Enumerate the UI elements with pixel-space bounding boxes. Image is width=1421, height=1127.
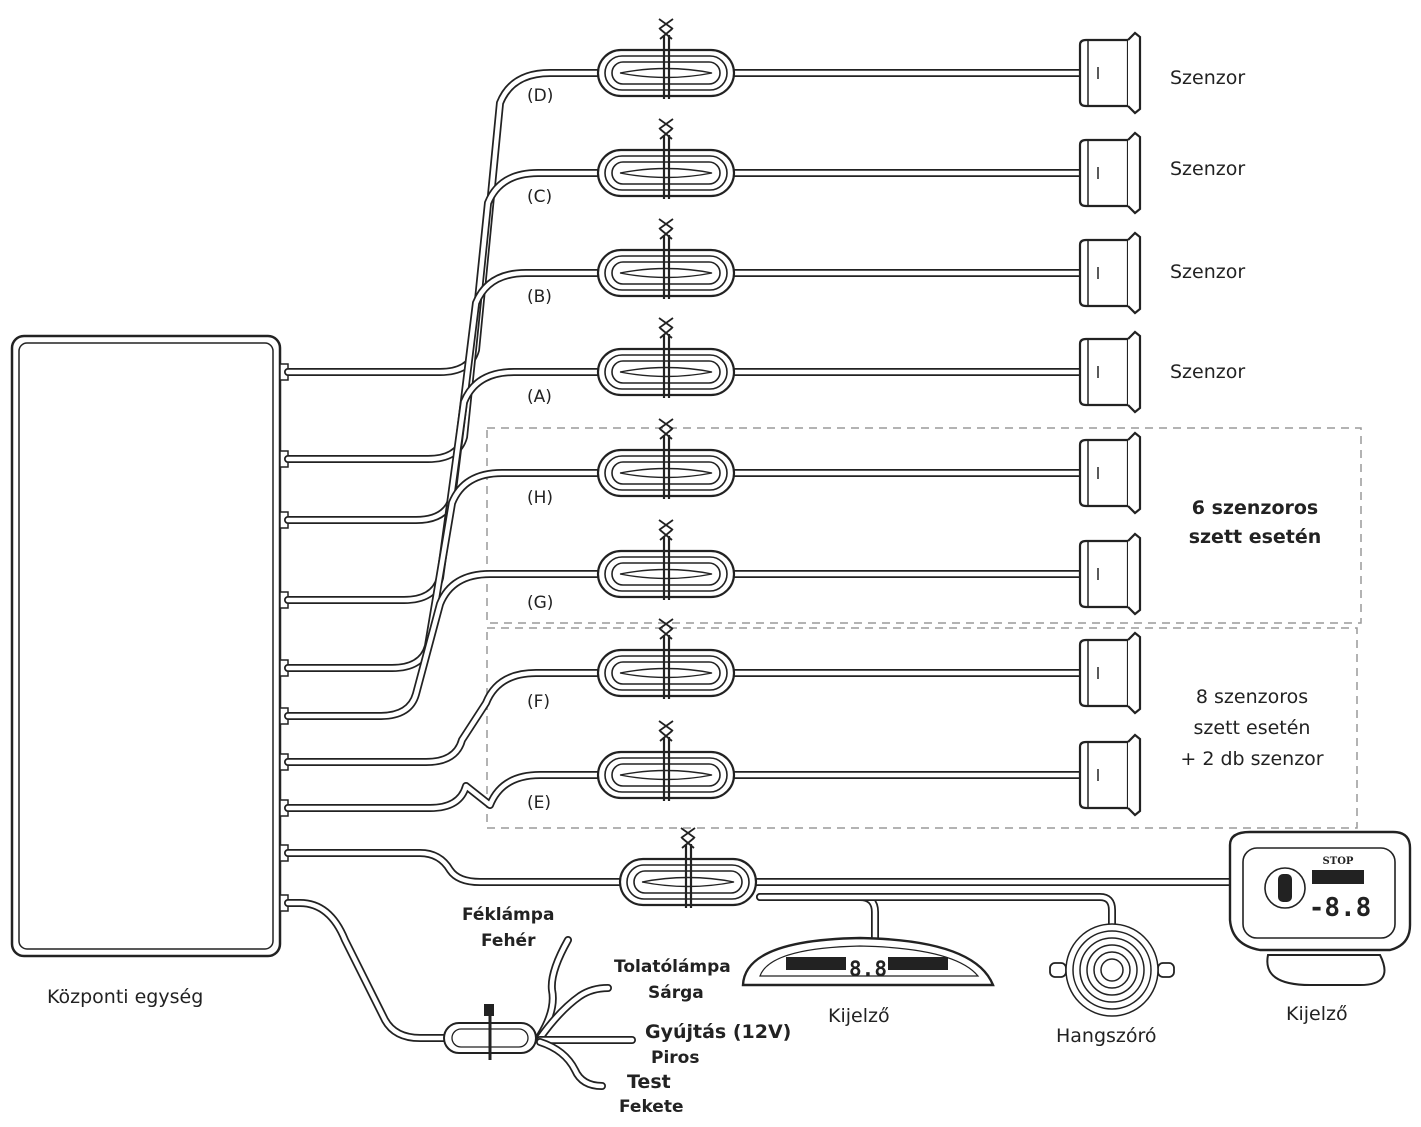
display-bar-left-segments — [786, 957, 846, 970]
display-bar: 8.8 — [741, 936, 995, 987]
sensor-label-b: Szenzor — [1170, 261, 1246, 283]
coil-c — [596, 118, 736, 199]
sensor-label-d: Szenzor — [1170, 67, 1246, 89]
ground-wire — [536, 1038, 606, 1090]
coil-b — [596, 218, 736, 299]
sensor-c — [1078, 131, 1142, 215]
reverse-lamp-wire-color: Sárga — [648, 983, 704, 1003]
channel-label-h: (H) — [527, 488, 554, 508]
central-unit-label: Központi egység — [47, 986, 204, 1008]
display-bar-right-segments — [888, 957, 948, 970]
cable-a — [284, 368, 1084, 604]
cable-c — [284, 169, 1084, 463]
power-coil — [443, 1004, 537, 1060]
display-coil — [618, 827, 758, 908]
channel-e — [279, 720, 1142, 817]
six-sensor-option-box — [486, 427, 1362, 624]
six-sensor-note-line-1: 6 szenzoros — [1191, 497, 1319, 519]
six-sensor-note: 6 szenzoros szett esetén — [1170, 494, 1340, 552]
ignition-wire-color: Piros — [651, 1048, 700, 1068]
display-mirror-stand — [1266, 954, 1386, 986]
sensor-g — [1078, 532, 1142, 616]
speaker — [1049, 923, 1175, 1017]
channel-label-d: (D) — [527, 86, 554, 106]
display-mirror-label: Kijelző — [1286, 1003, 1348, 1025]
display-main-cable — [284, 849, 1234, 886]
channel-label-a: (A) — [527, 387, 552, 407]
sensor-f — [1078, 631, 1142, 715]
sensor-label-c: Szenzor — [1170, 158, 1246, 180]
sensor-d — [1078, 31, 1142, 115]
display-bar-readout: 8.8 — [849, 957, 887, 981]
channel-h — [279, 418, 1142, 677]
display-mirror: STOP -8.8 — [1228, 830, 1412, 986]
brake-lamp-wire-name: Féklámpa — [462, 905, 555, 925]
channel-f — [279, 618, 1142, 771]
channel-b — [279, 218, 1142, 529]
speaker-cable — [756, 893, 1116, 929]
reverse-lamp-wire — [536, 984, 612, 1042]
eight-sensor-note-line-3: + 2 db szenzor — [1180, 748, 1324, 770]
ground-wire-color: Fekete — [619, 1097, 684, 1117]
coil-d — [596, 18, 736, 99]
channel-label-f: (F) — [527, 692, 551, 712]
ground-wire-name: Test — [627, 1071, 671, 1093]
speaker-label: Hangszóró — [1056, 1025, 1157, 1047]
display-mirror-readout: -8.8 — [1309, 893, 1372, 923]
reverse-lamp-wire-name: Tolatólámpa — [614, 957, 731, 977]
brake-lamp-wire-color: Fehér — [481, 931, 536, 951]
display-branch: 8.8 STOP -8.8 — [279, 827, 1412, 1017]
sensor-b — [1078, 231, 1142, 315]
eight-sensor-note-line-1: 8 szenzoros — [1195, 686, 1309, 708]
display-mirror-stop-text: STOP — [1323, 856, 1354, 867]
coil-f — [596, 618, 736, 699]
channel-c — [279, 118, 1142, 468]
power-harness — [279, 894, 636, 1090]
coil-g — [596, 519, 736, 600]
cable-h — [284, 469, 1084, 672]
cable-d — [284, 69, 1084, 376]
channel-label-e: (E) — [527, 793, 552, 813]
sensor-channels — [279, 18, 1142, 817]
central-unit-box — [10, 334, 282, 958]
brake-lamp-wire — [536, 936, 572, 1040]
channel-label-c: (C) — [527, 187, 553, 207]
eight-sensor-option-box — [486, 627, 1358, 829]
sensor-h — [1078, 431, 1142, 515]
channel-label-b: (B) — [527, 287, 552, 307]
display-bar-cable — [756, 893, 879, 944]
coil-a — [596, 317, 736, 398]
display-bar-label: Kijelző — [828, 1005, 890, 1027]
eight-sensor-note: 8 szenzoros szett esetén + 2 db szenzor — [1162, 682, 1342, 775]
six-sensor-note-line-2: szett esetén — [1188, 526, 1322, 548]
channel-a — [279, 317, 1142, 609]
power-branch — [279, 894, 636, 1090]
channel-label-g: (G) — [527, 593, 554, 613]
power-main-cable — [284, 899, 544, 1042]
cable-g — [284, 570, 1084, 720]
sensor-a — [1078, 330, 1142, 414]
eight-sensor-note-line-2: szett esetén — [1193, 717, 1311, 739]
sensor-label-a: Szenzor — [1170, 361, 1246, 383]
speaker-right-tab — [1157, 962, 1175, 978]
channel-g — [279, 519, 1142, 725]
channel-d — [279, 18, 1142, 381]
cable-b — [284, 269, 1084, 524]
sensor-e — [1078, 733, 1142, 817]
coil-h — [596, 418, 736, 499]
cable-f — [284, 669, 1084, 766]
speaker-left-tab — [1049, 962, 1067, 978]
ignition-wire-name: Gyújtás (12V) — [645, 1021, 792, 1043]
display-mirror-distance-bar — [1312, 870, 1364, 884]
cable-e — [284, 771, 1084, 812]
coil-e — [596, 720, 736, 801]
